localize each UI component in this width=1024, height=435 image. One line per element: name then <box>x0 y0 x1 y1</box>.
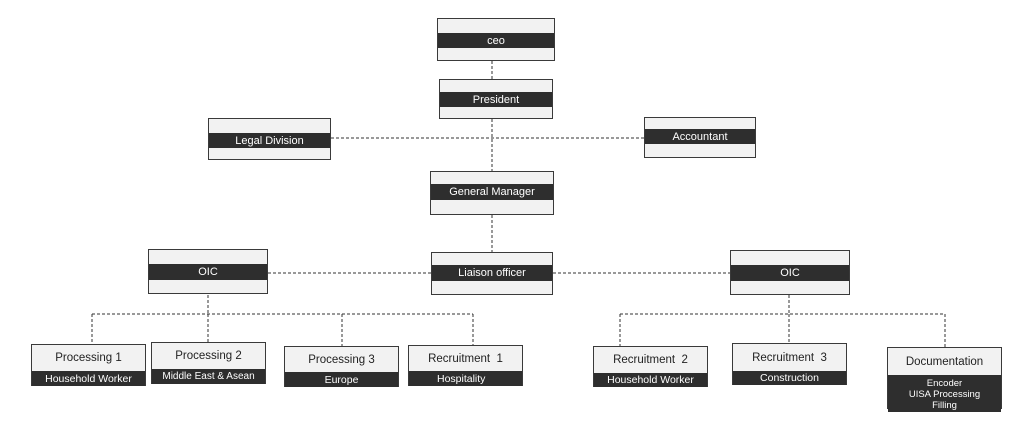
processing-3-sub: Europe <box>285 372 398 387</box>
ceo-label: ceo <box>438 33 554 48</box>
legal-division-box: Legal Division <box>208 118 331 160</box>
processing-2-title: Processing 2 <box>175 350 242 362</box>
liaison-officer-label: Liaison officer <box>432 265 552 281</box>
recruitment-1-box: Recruitment 1 Hospitality <box>408 345 523 386</box>
recruitment-2-title: Recruitment 2 <box>613 354 688 366</box>
liaison-officer-box: Liaison officer <box>431 252 553 295</box>
ceo-box: ceo <box>437 18 555 61</box>
president-box: President <box>439 79 553 119</box>
recruitment-1-sub: Hospitality <box>409 371 522 386</box>
documentation-sub-encoder: Encoder <box>926 378 963 389</box>
general-manager-label: General Manager <box>431 184 553 200</box>
accountant-label: Accountant <box>645 129 755 144</box>
recruitment-2-sub: Household Worker <box>594 373 707 387</box>
documentation-sub-filling: Filling <box>932 400 957 411</box>
processing-3-title: Processing 3 <box>308 353 375 366</box>
processing-2-box: Processing 2 Middle East & Asean <box>151 342 266 384</box>
accountant-box: Accountant <box>644 117 756 158</box>
recruitment-3-title: Recruitment 3 <box>752 351 827 364</box>
recruitment-1-title: Recruitment 1 <box>428 352 503 365</box>
processing-1-box: Processing 1 Household Worker <box>31 344 146 386</box>
processing-1-title: Processing 1 <box>55 352 122 364</box>
recruitment-3-box: Recruitment 3 Construction <box>732 343 847 385</box>
processing-1-sub: Household Worker <box>32 371 145 386</box>
documentation-sub: Encoder UISA Processing Filling <box>888 375 1001 412</box>
general-manager-box: General Manager <box>430 171 554 215</box>
documentation-box: Documentation Encoder UISA Processing Fi… <box>887 347 1002 412</box>
oic-right-box: OIC <box>730 250 850 295</box>
documentation-sub-uisa-processing: UISA Processing <box>908 389 981 400</box>
oic-left-box: OIC <box>148 249 268 294</box>
recruitment-3-sub: Construction <box>733 371 846 385</box>
processing-3-box: Processing 3 Europe <box>284 346 399 387</box>
recruitment-2-box: Recruitment 2 Household Worker <box>593 346 708 387</box>
processing-2-sub: Middle East & Asean <box>152 369 265 384</box>
president-label: President <box>440 92 552 107</box>
documentation-title: Documentation <box>905 355 984 368</box>
oic-left-label: OIC <box>149 264 267 280</box>
oic-right-label: OIC <box>731 265 849 281</box>
legal-division-label: Legal Division <box>209 133 330 148</box>
